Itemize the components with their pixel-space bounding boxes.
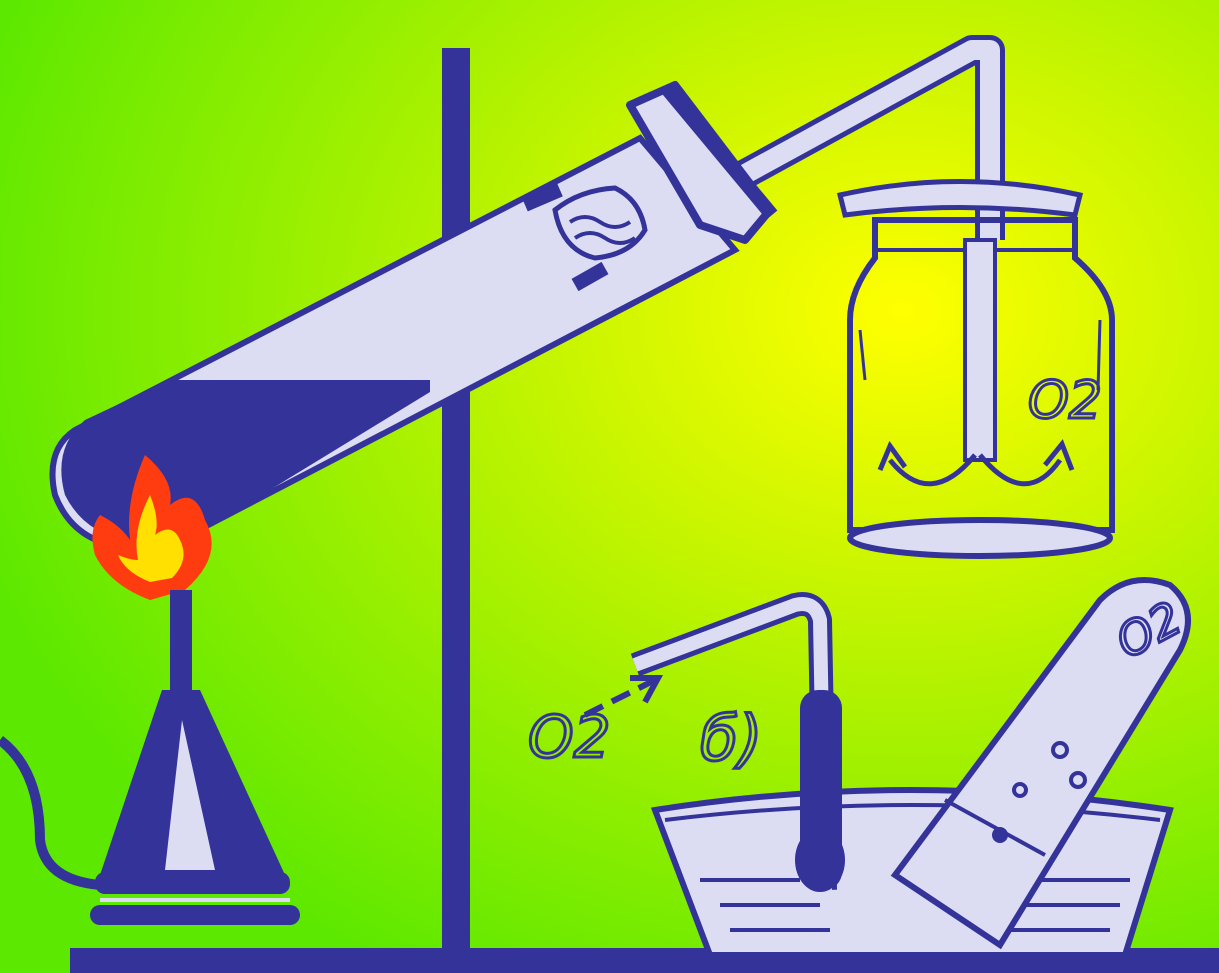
stand-rod bbox=[442, 48, 470, 953]
stream-gas-label: O2 bbox=[528, 703, 611, 771]
panel-label: б) bbox=[700, 702, 762, 775]
jar-gas-label: O2 bbox=[1028, 371, 1102, 431]
